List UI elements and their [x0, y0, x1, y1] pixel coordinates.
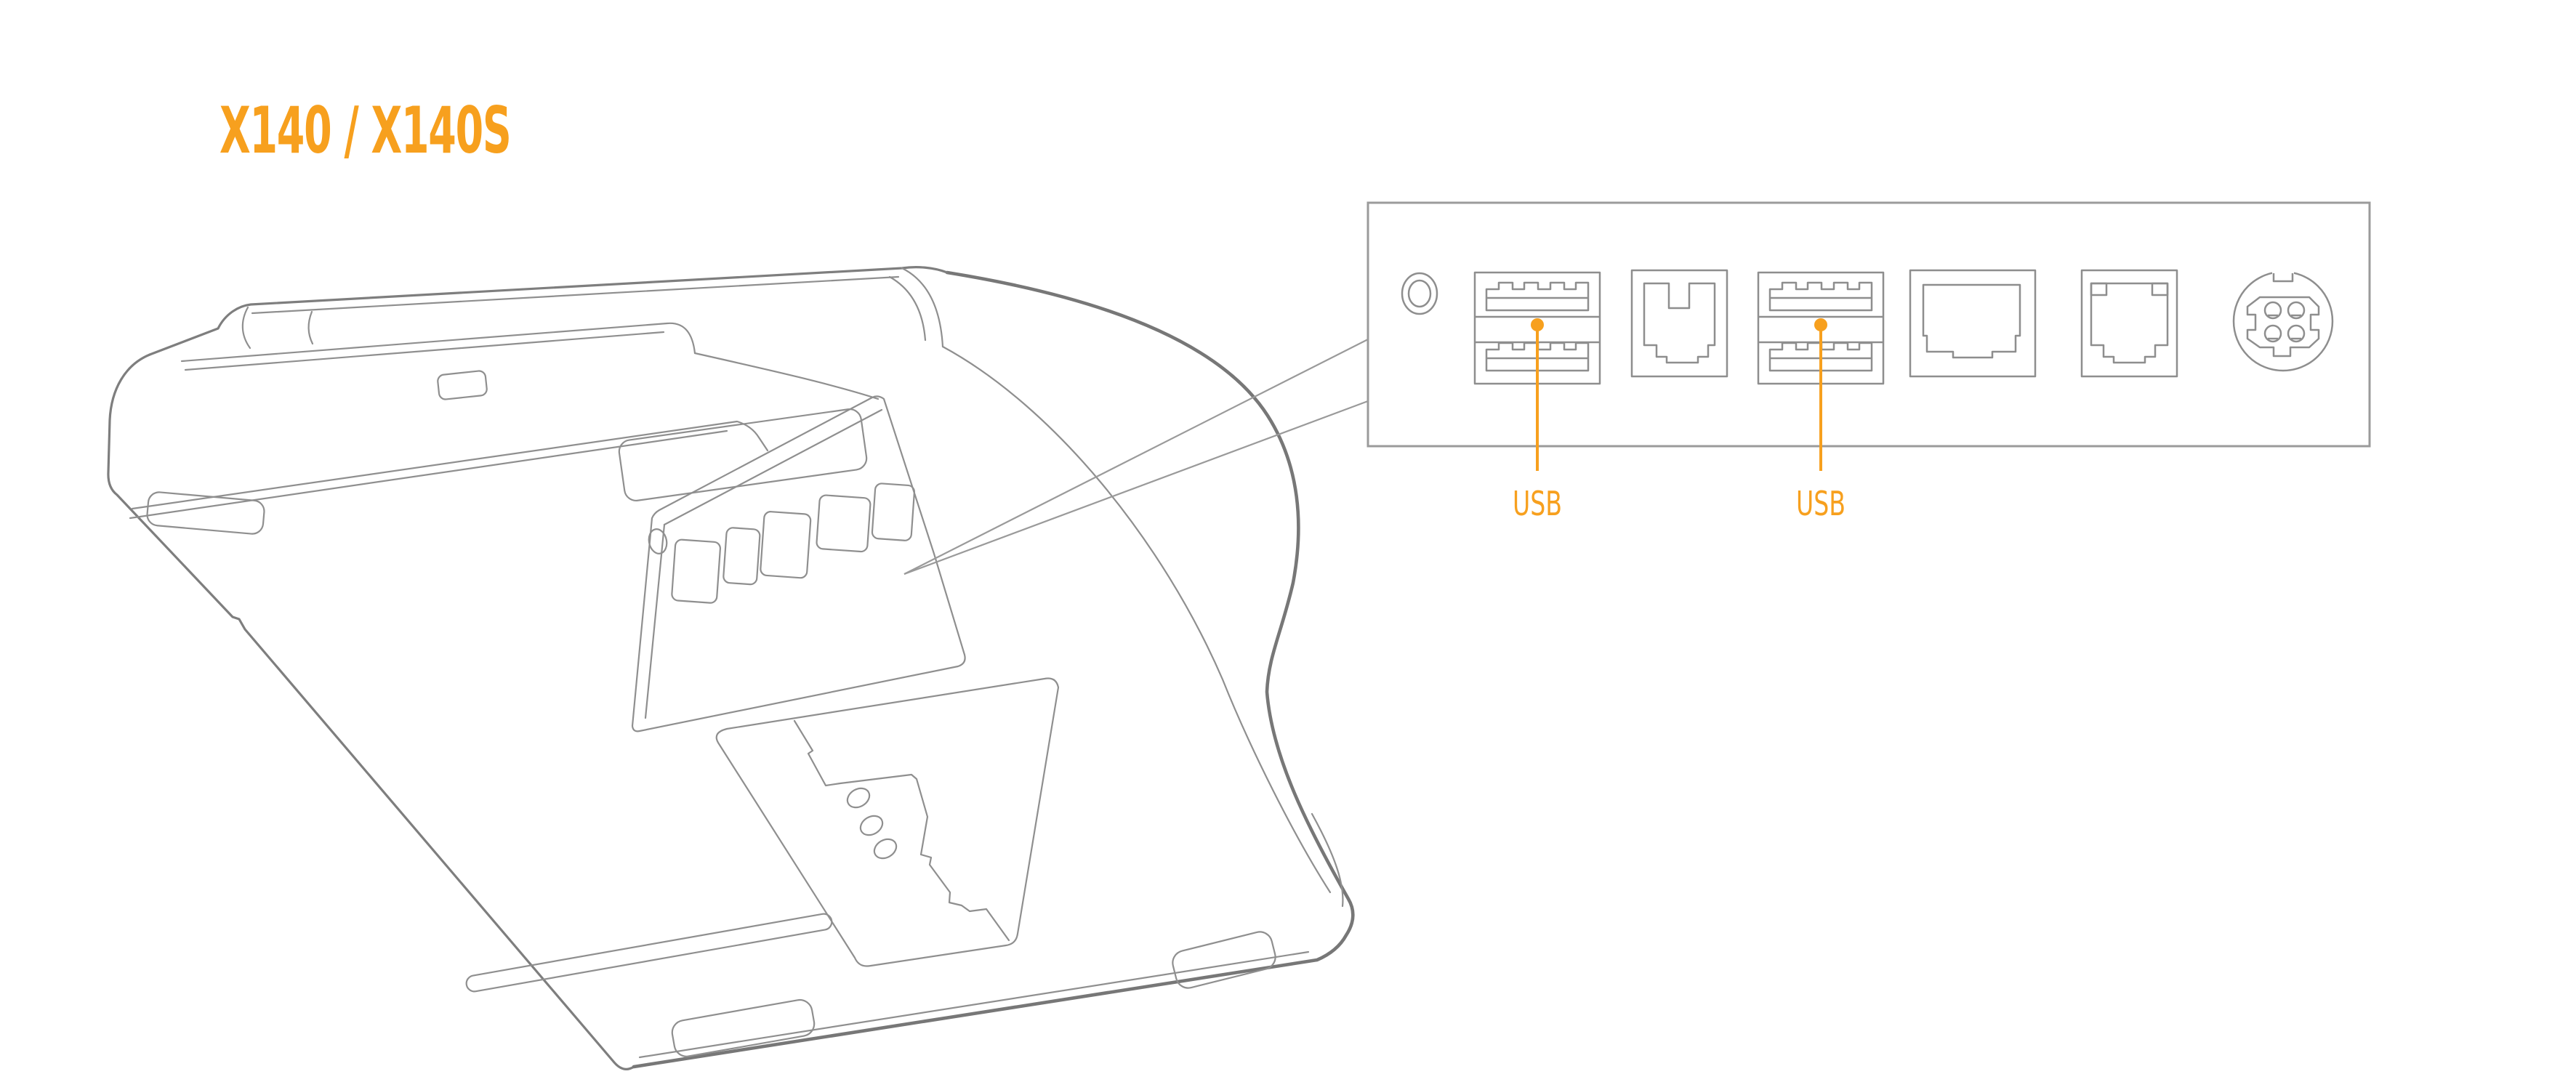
device-outline-right: [632, 270, 1355, 1069]
panel-frame: [1367, 201, 2371, 448]
body-rim-line: [131, 420, 769, 510]
rj45-port-icon: [1909, 269, 2037, 378]
usb-callout-dot-1: [1531, 318, 1544, 331]
usb-callout-dot-2: [1814, 318, 1827, 331]
device-outline-left: [107, 353, 635, 1070]
base-step: [465, 913, 833, 993]
usb-callout-markers: [1531, 318, 1827, 471]
foot-pad-bottom: [671, 998, 816, 1057]
rj11-port-2-icon: [2080, 269, 2178, 378]
printer-cover: [180, 267, 944, 400]
port-recess: [631, 395, 966, 732]
round-jack-icon: [1401, 272, 1438, 315]
recess-port-cutouts: [671, 483, 916, 604]
rj11-port-1-icon: [1630, 269, 1728, 378]
corner-seam: [1311, 812, 1344, 908]
side-seam: [941, 345, 1332, 894]
port-detail-panel: [1367, 201, 2371, 471]
device-illustration: [107, 266, 1355, 1070]
device-outline-top: [148, 266, 949, 356]
din-power-connector-icon: [2232, 269, 2334, 372]
foot-pad-right: [1172, 931, 1276, 989]
foot-pad-left: [146, 491, 265, 535]
usb-label-1: USB: [1513, 484, 1562, 523]
recess-pin-hole-icon: [648, 528, 668, 554]
cover-plate: [618, 408, 868, 502]
body-rim-line-2: [129, 429, 728, 520]
base-seam: [638, 950, 1310, 1059]
bottom-access-module: [715, 677, 1060, 967]
usb-label-2: USB: [1796, 484, 1846, 523]
page-title: X140 / X140S: [220, 93, 512, 168]
callout-leader-lines: [903, 339, 1369, 576]
